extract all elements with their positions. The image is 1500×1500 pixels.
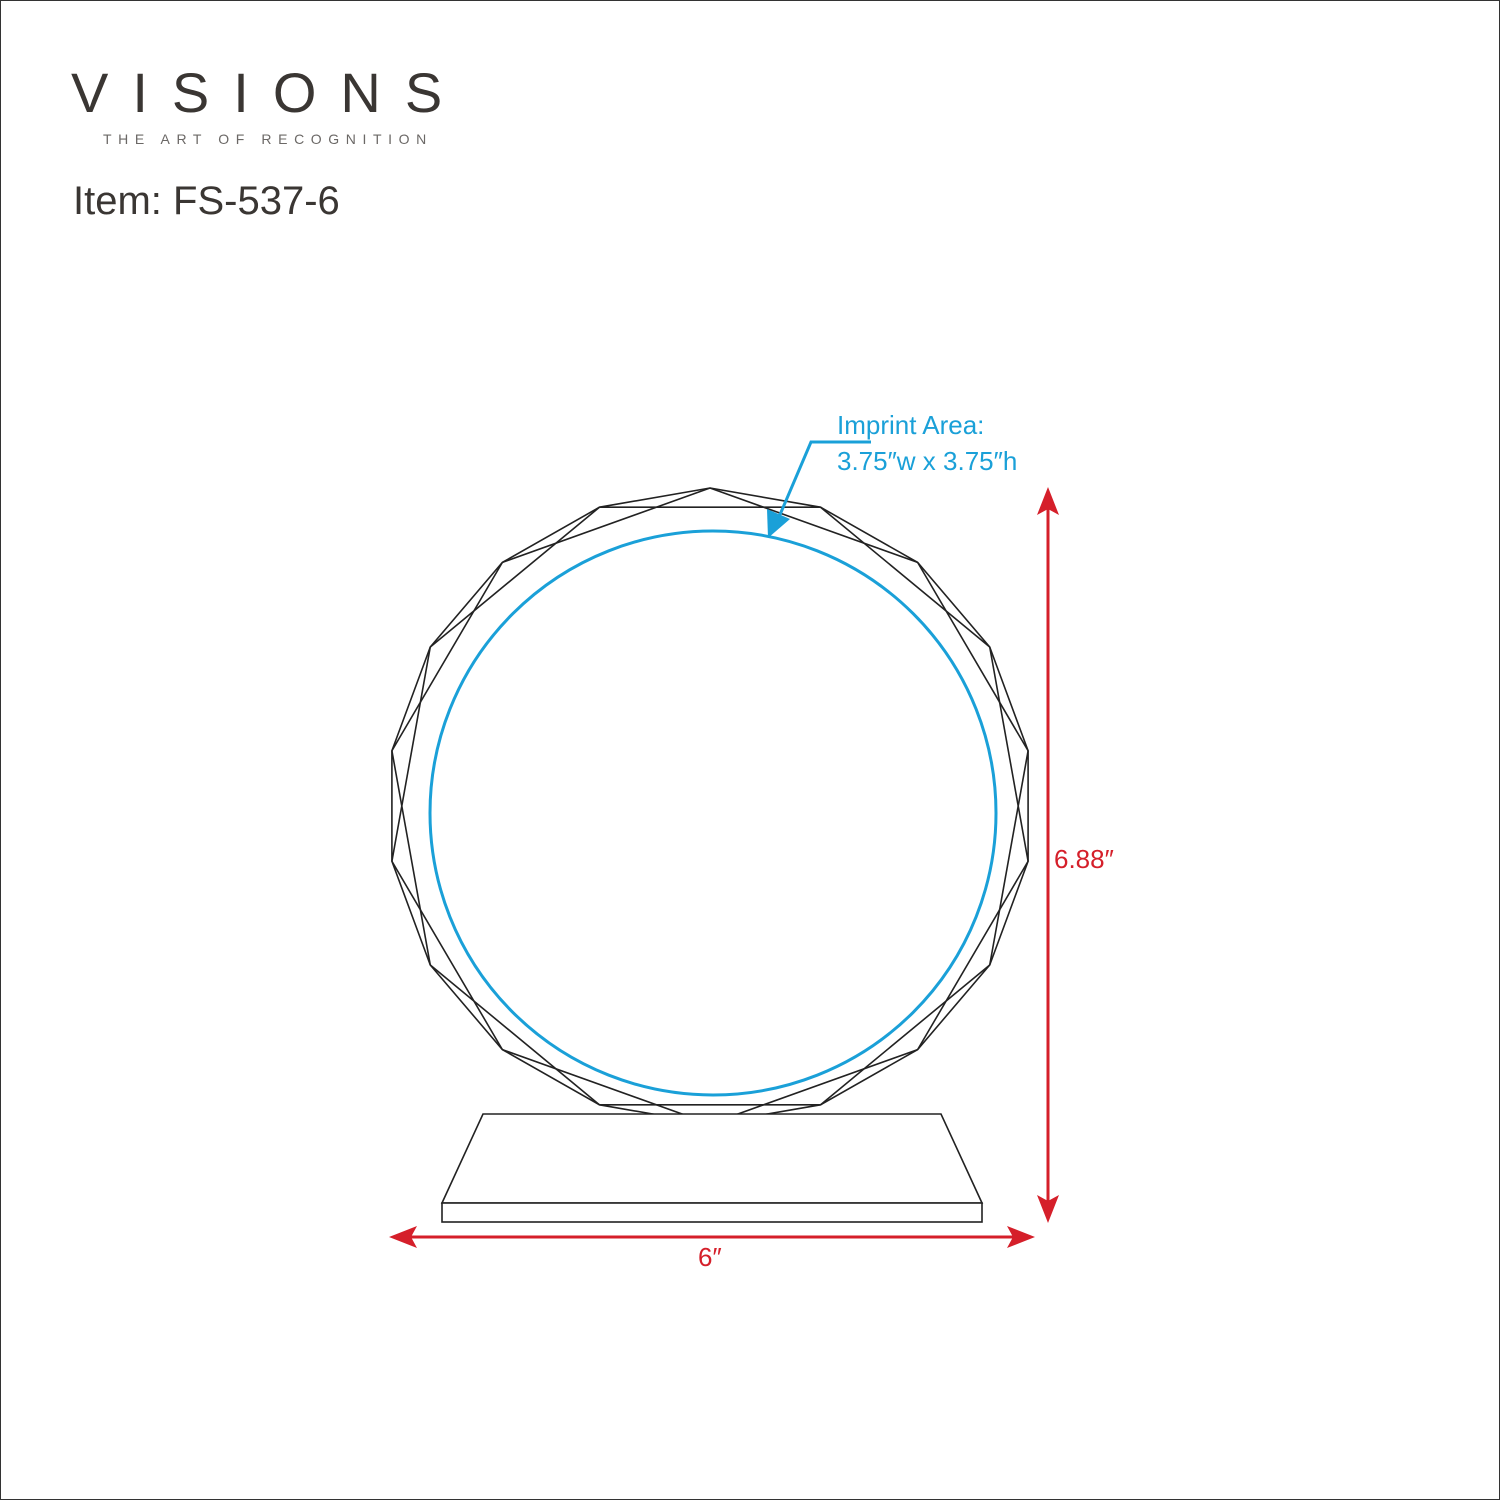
facet-line	[502, 1048, 711, 1125]
brand-tagline: THE ART OF RECOGNITION	[103, 131, 433, 147]
imprint-area-size: 3.75″w x 3.75″h	[837, 446, 1018, 476]
facet-line	[988, 750, 1029, 966]
brand-logo: VISIONS	[71, 61, 467, 124]
facet-line	[391, 750, 432, 966]
facet-line	[502, 487, 711, 564]
facet-line	[391, 561, 504, 752]
facet-line	[429, 506, 601, 648]
facet-line	[916, 860, 1029, 1051]
item-number: Item: FS-537-6	[73, 179, 340, 223]
faceted-award-outline	[391, 487, 1029, 1125]
facet-line	[988, 646, 1029, 862]
width-dimension-arrow	[389, 1226, 1035, 1248]
outer-facet-polygon	[391, 487, 1029, 1125]
facet-line	[391, 646, 432, 862]
facet-line	[819, 506, 991, 648]
imprint-leader-arrow	[767, 440, 871, 538]
facet-line	[916, 561, 1029, 752]
width-label: 6″	[698, 1242, 722, 1272]
facet-line	[709, 1048, 918, 1125]
facet-line	[709, 487, 918, 564]
facet-line	[391, 860, 504, 1051]
height-label: 6.88″	[1054, 844, 1114, 874]
facet-line	[819, 964, 991, 1106]
height-dimension-arrow	[1037, 487, 1059, 1223]
imprint-area-circle	[428, 529, 998, 1097]
award-base	[440, 1113, 984, 1223]
facet-line	[429, 964, 601, 1106]
imprint-area-title: Imprint Area:	[837, 410, 985, 440]
